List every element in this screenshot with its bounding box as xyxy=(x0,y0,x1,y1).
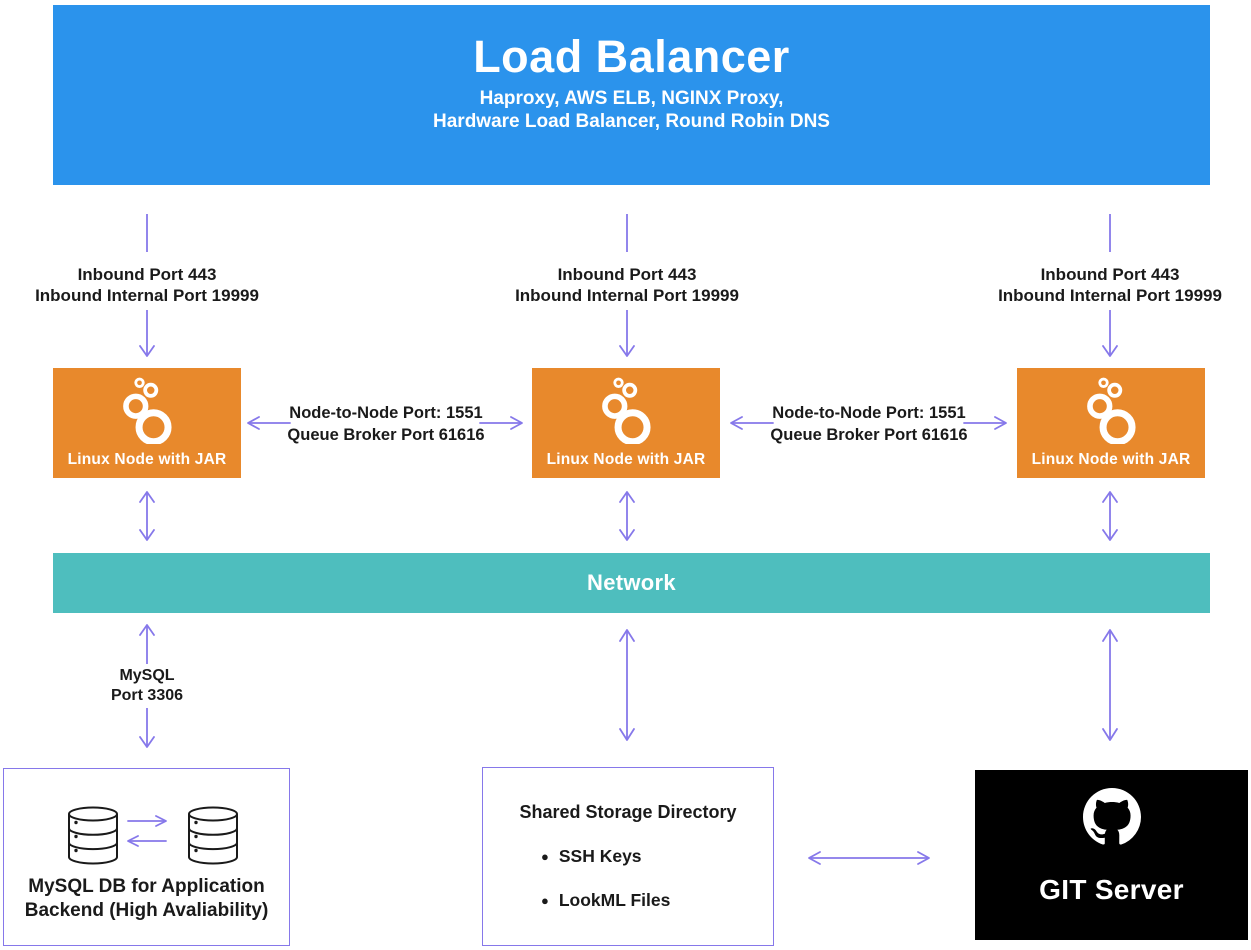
arrow-left-icon xyxy=(247,416,291,430)
arrow-down-icon xyxy=(139,310,155,357)
arrow-vertical-double-icon xyxy=(619,491,635,541)
looker-icon xyxy=(123,377,172,444)
mysql-db-box: MySQL DB for Application Backend (High A… xyxy=(3,768,290,946)
node-link-label-left: Node-to-Node Port: 1551 Queue Broker Por… xyxy=(271,402,501,446)
connector-line-icon xyxy=(626,214,628,252)
node-link-line1: Node-to-Node Port: 1551 xyxy=(289,404,483,422)
arrow-down-icon xyxy=(1102,310,1118,357)
load-balancer-subtitle-line1: Haproxy, AWS ELB, NGINX Proxy, xyxy=(479,88,784,109)
node-link-line1: Node-to-Node Port: 1551 xyxy=(772,404,966,422)
arrow-vertical-double-icon xyxy=(1102,491,1118,541)
network-bar: Network xyxy=(53,553,1210,613)
mysql-port-line1: MySQL xyxy=(119,667,175,684)
mysql-port-label: MySQL Port 3306 xyxy=(67,666,227,706)
arrow-vertical-double-icon xyxy=(139,491,155,541)
connector-line-icon xyxy=(1109,214,1111,252)
looker-icon xyxy=(602,377,651,444)
node-link-line2: Queue Broker Port 61616 xyxy=(770,426,968,444)
inbound-port-line2: Inbound Internal Port 19999 xyxy=(35,286,259,305)
arrow-left-icon xyxy=(730,416,774,430)
linux-node-label: Linux Node with JAR xyxy=(546,451,706,468)
arrow-left-icon xyxy=(127,835,167,847)
database-icon xyxy=(68,806,118,865)
arrow-right-icon xyxy=(127,815,167,827)
arrow-horizontal-double-icon xyxy=(808,851,930,865)
node-link-line2: Queue Broker Port 61616 xyxy=(287,426,485,444)
connector-line-icon xyxy=(146,214,148,252)
arrow-vertical-double-icon xyxy=(619,629,635,741)
git-server-label: GIT Server xyxy=(1039,874,1184,905)
load-balancer-subtitle-line2: Hardware Load Balancer, Round Robin DNS xyxy=(433,111,830,132)
arrow-down-icon xyxy=(619,310,635,357)
database-icon xyxy=(188,806,238,865)
linux-node-label: Linux Node with JAR xyxy=(67,451,227,468)
inbound-ports-label-right: Inbound Port 443 Inbound Internal Port 1… xyxy=(970,264,1250,306)
inbound-ports-label-middle: Inbound Port 443 Inbound Internal Port 1… xyxy=(487,264,767,306)
arrow-up-icon xyxy=(139,624,155,664)
arrow-right-icon xyxy=(479,416,523,430)
inbound-port-line1: Inbound Port 443 xyxy=(77,265,217,284)
arrow-vertical-double-icon xyxy=(1102,629,1118,741)
git-server-box: GIT Server xyxy=(975,770,1248,940)
inbound-port-line2: Inbound Internal Port 19999 xyxy=(998,286,1222,305)
arrow-right-icon xyxy=(963,416,1007,430)
inbound-port-line2: Inbound Internal Port 19999 xyxy=(515,286,739,305)
mysql-db-caption: MySQL DB for Application Backend (High A… xyxy=(4,875,289,923)
linux-node-label: Linux Node with JAR xyxy=(1031,451,1191,468)
storage-item-lookml-files: LookML Files xyxy=(541,890,671,911)
mysql-port-line2: Port 3306 xyxy=(110,687,184,704)
load-balancer-box: Load Balancer Haproxy, AWS ELB, NGINX Pr… xyxy=(53,5,1210,185)
arrow-down-icon xyxy=(139,708,155,748)
mysql-db-caption-line2: Backend (High Avaliability) xyxy=(24,900,269,921)
linux-node-box-right: Linux Node with JAR xyxy=(1017,368,1205,478)
linux-node-box-middle: Linux Node with JAR xyxy=(532,368,720,478)
inbound-port-line1: Inbound Port 443 xyxy=(557,265,697,284)
node-link-label-right: Node-to-Node Port: 1551 Queue Broker Por… xyxy=(754,402,984,446)
looker-icon xyxy=(1087,377,1136,444)
load-balancer-title: Load Balancer xyxy=(473,31,790,82)
linux-node-box-left: Linux Node with JAR xyxy=(53,368,241,478)
storage-item-ssh-keys: SSH Keys xyxy=(541,846,642,867)
shared-storage-title: Shared Storage Directory xyxy=(519,802,737,822)
network-label: Network xyxy=(587,570,676,595)
github-icon xyxy=(1082,788,1141,845)
mysql-db-caption-line1: MySQL DB for Application xyxy=(28,876,265,897)
shared-storage-box: Shared Storage Directory SSH Keys LookML… xyxy=(482,767,774,946)
inbound-port-line1: Inbound Port 443 xyxy=(1040,265,1180,284)
inbound-ports-label-left: Inbound Port 443 Inbound Internal Port 1… xyxy=(7,264,287,306)
